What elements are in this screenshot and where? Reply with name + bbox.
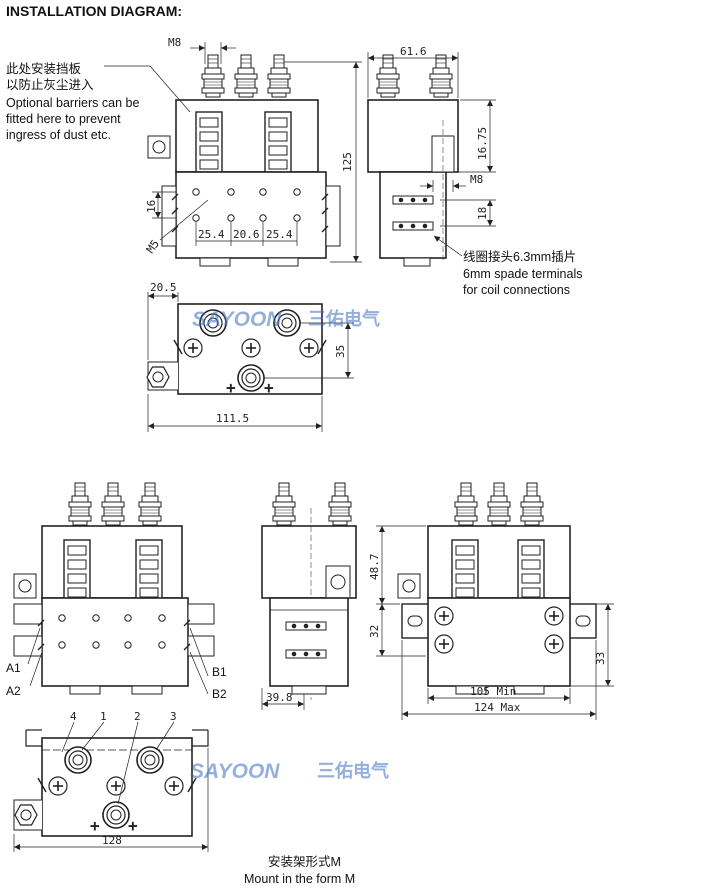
watermark-brand-cn-2: 三佑电气 — [317, 760, 389, 782]
dim-33: 33 — [594, 652, 607, 665]
dim-20-5: 20.5 — [150, 281, 177, 294]
barrier-note-cn-2: 以防止灰尘进入 — [6, 78, 94, 92]
front-view-main — [104, 42, 362, 267]
dim-pitch-2: 20.6 — [233, 228, 260, 241]
coil-note-en-2: for coil connections — [463, 283, 571, 297]
terminal-2: 2 — [134, 710, 141, 723]
dim-m8-top: M8 — [168, 36, 181, 49]
barrier-note-en-2: fitted here to prevent — [6, 112, 121, 126]
dim-height-125: 125 — [341, 152, 354, 172]
terminal-b2: B2 — [212, 687, 227, 701]
terminal-a2: A2 — [6, 684, 21, 698]
dim-16-75: 16.75 — [476, 127, 489, 160]
plan-view-main: + + — [146, 292, 354, 432]
dim-124-max: 124 Max — [474, 701, 521, 714]
terminal-b1: B1 — [212, 665, 227, 679]
dim-105-min: 105 Min — [470, 685, 516, 698]
mount-caption-cn: 安装架形式M — [268, 855, 341, 869]
dim-pitch-3: 25.4 — [266, 228, 293, 241]
svg-text:+: + — [90, 816, 100, 835]
dim-pitch-1: 25.4 — [198, 228, 225, 241]
svg-text:+: + — [128, 816, 138, 835]
side-view-main — [367, 52, 496, 267]
front-view-form-m — [13, 482, 215, 695]
barrier-note-en-3: ingress of dust etc. — [6, 128, 111, 142]
watermark-brand-en: SAYOON — [192, 308, 282, 331]
dim-m5: M5 — [144, 237, 162, 255]
dim-16: 16 — [145, 200, 158, 213]
front-view-mount — [376, 482, 614, 720]
watermark-brand-en-2: SAYOON — [190, 760, 280, 783]
watermark-brand-cn: 三佑电气 — [308, 308, 380, 330]
terminal-3: 3 — [170, 710, 177, 723]
barrier-note-en-1: Optional barriers can be — [6, 96, 140, 110]
terminal-a1: A1 — [6, 661, 21, 675]
dim-48-7: 48.7 — [368, 554, 381, 581]
terminal-4: 4 — [70, 710, 77, 723]
dim-width-61-6: 61.6 — [400, 45, 427, 58]
page-title: INSTALLATION DIAGRAM: — [6, 3, 183, 19]
dim-18: 18 — [476, 207, 489, 220]
dim-35: 35 — [334, 345, 347, 358]
dim-width-128: 128 — [102, 834, 122, 847]
plan-view-mount: + + — [13, 721, 209, 852]
dim-m8-side: M8 — [470, 173, 483, 186]
dim-width-111-5: 111.5 — [216, 412, 249, 425]
svg-text:+: + — [226, 378, 236, 397]
terminal-1: 1 — [100, 710, 107, 723]
mount-caption-en: Mount in the form M — [244, 872, 356, 886]
barrier-note-cn-1: 此处安装挡板 — [6, 62, 82, 76]
coil-note-en-1: 6mm spade terminals — [463, 267, 583, 281]
coil-note-cn: 线圈接头6.3mm插片 — [463, 250, 577, 264]
dim-32: 32 — [368, 625, 381, 638]
dim-39-8: 39.8 — [266, 691, 293, 704]
side-view-form-m — [261, 482, 357, 710]
svg-text:+: + — [264, 378, 274, 397]
